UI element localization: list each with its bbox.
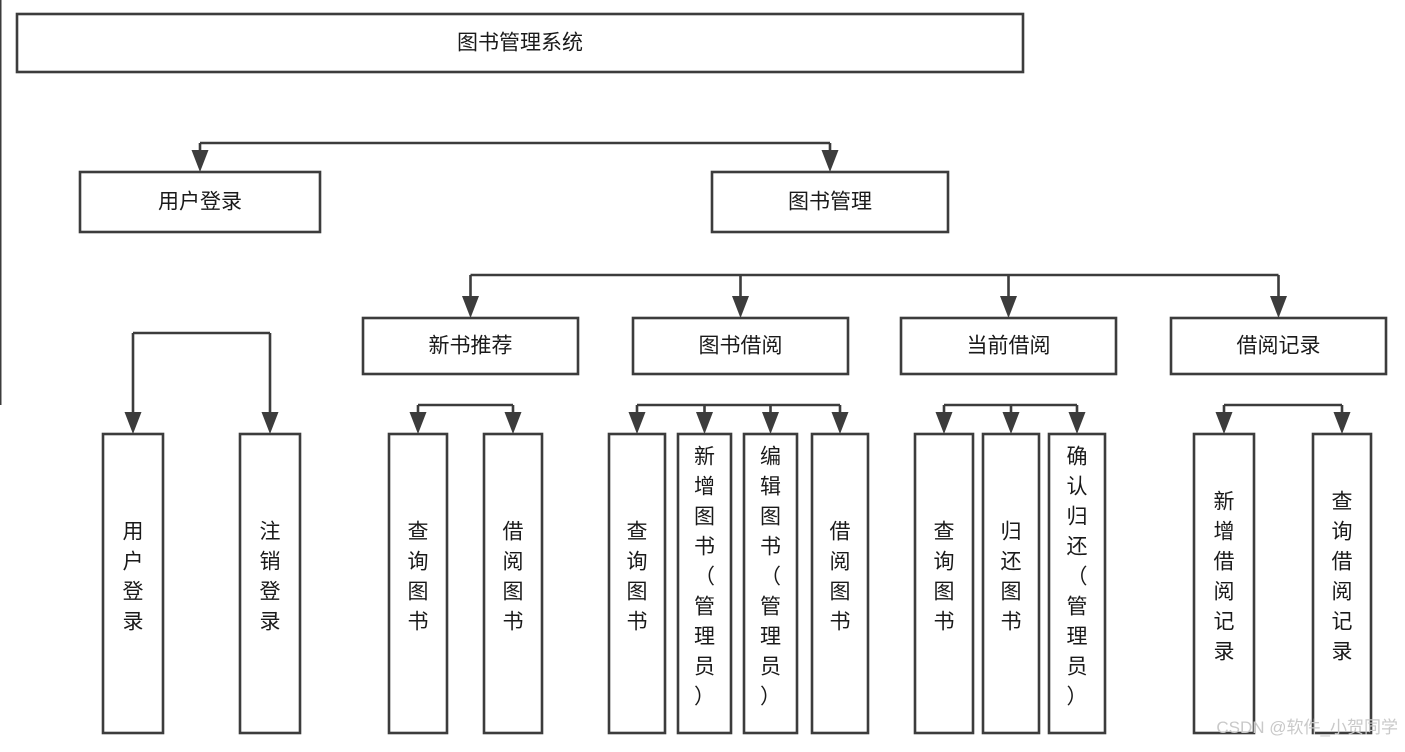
leaf-label: 注销登录	[260, 521, 281, 634]
book-management-arrow-1-head	[462, 296, 479, 318]
level3-1-arrow-2-head	[504, 412, 522, 434]
level3-2-arrow-4-head	[831, 412, 849, 434]
leaf-node[interactable]: 注销登录	[238, 432, 302, 735]
leaf-label: 查询图书	[934, 521, 955, 634]
leaf-label: 新增图书（管理员）	[694, 446, 715, 709]
level2-node[interactable]: 图书管理	[710, 170, 950, 234]
leaf-node[interactable]: 借阅图书	[482, 432, 544, 735]
level3-label: 当前借阅	[967, 335, 1051, 358]
leaf-box[interactable]	[607, 432, 667, 735]
level2-label: 用户登录	[158, 191, 242, 214]
book-management-arrow-3-head	[1000, 296, 1017, 318]
leaf-label: 借阅图书	[830, 521, 851, 634]
root-node[interactable]: 图书管理系统	[15, 12, 1025, 74]
level3-box[interactable]	[361, 316, 580, 376]
leaf-box[interactable]	[101, 432, 165, 735]
level3-box[interactable]	[899, 316, 1118, 376]
leaf-node[interactable]: 查询图书	[607, 432, 667, 735]
leaf-box[interactable]	[676, 432, 733, 735]
level3-3-arrow-2-head	[1002, 412, 1020, 434]
leaf-label: 用户登录	[123, 521, 144, 634]
level2-box[interactable]	[710, 170, 950, 234]
leaf-node[interactable]: 新增借阅记录	[1192, 432, 1256, 735]
leaf-node[interactable]: 新增图书（管理员）	[676, 432, 733, 735]
leaf-node[interactable]: 查询借阅记录	[1311, 432, 1373, 735]
level3-label: 新书推荐	[429, 335, 513, 358]
leaf-node[interactable]: 编辑图书（管理员）	[742, 432, 799, 735]
leaf-label: 新增借阅记录	[1214, 491, 1235, 664]
level3-3-arrow-1-head	[935, 412, 953, 434]
leaf-box[interactable]	[981, 432, 1041, 735]
level3-3-arrow-3-head	[1068, 412, 1086, 434]
root-arrow-1-head	[191, 150, 209, 172]
watermark: CSDN @软件_小贺同学	[1216, 718, 1398, 737]
leaf-label: 查询借阅记录	[1332, 491, 1353, 664]
leaf-node[interactable]: 查询图书	[913, 432, 975, 735]
level2-box[interactable]	[78, 170, 322, 234]
level3-node[interactable]: 图书借阅	[631, 316, 850, 376]
leaf-box[interactable]	[742, 432, 799, 735]
leaf-label: 确认归还（管理员）	[1067, 446, 1088, 709]
leaf-label: 查询图书	[408, 521, 429, 634]
leaf-label: 查询图书	[627, 521, 648, 634]
book-management-arrow-4-head	[1270, 296, 1287, 318]
leaf-label: 归还图书	[1001, 521, 1022, 634]
level2-node[interactable]: 用户登录	[78, 170, 322, 234]
leaf-box[interactable]	[913, 432, 975, 735]
leaf-box[interactable]	[238, 432, 302, 735]
leaf-label: 编辑图书（管理员）	[760, 446, 781, 709]
book-management-arrow-2-head	[732, 296, 749, 318]
level3-box[interactable]	[631, 316, 850, 376]
leaf-box[interactable]	[1047, 432, 1107, 735]
level3-label: 借阅记录	[1237, 335, 1321, 358]
level3-4-arrow-2-head	[1333, 412, 1351, 434]
leaf-node[interactable]: 用户登录	[101, 432, 165, 735]
level3-node[interactable]: 借阅记录	[1169, 316, 1388, 376]
root-label: 图书管理系统	[457, 32, 583, 55]
leaf-node[interactable]: 确认归还（管理员）	[1047, 432, 1107, 735]
level3-2-arrow-1-head	[628, 412, 646, 434]
leaf-box[interactable]	[387, 432, 449, 735]
leaf-box[interactable]	[1192, 432, 1256, 735]
level3-4-arrow-1-head	[1215, 412, 1233, 434]
level3-box[interactable]	[1169, 316, 1388, 376]
level3-2-arrow-3-head	[762, 412, 779, 434]
level2-label: 图书管理	[788, 191, 872, 214]
level3-node[interactable]: 当前借阅	[899, 316, 1118, 376]
leaf-box[interactable]	[482, 432, 544, 735]
user-login-arrow-1-head	[124, 412, 142, 434]
root-arrow-2-head	[821, 150, 839, 172]
leaf-node[interactable]: 借阅图书	[810, 432, 870, 735]
leaf-box[interactable]	[810, 432, 870, 735]
leaf-label: 借阅图书	[503, 521, 524, 634]
level3-label: 图书借阅	[699, 335, 783, 358]
leaf-node[interactable]: 归还图书	[981, 432, 1041, 735]
level3-1-arrow-1-head	[409, 412, 427, 434]
root-box[interactable]	[15, 12, 1025, 74]
level3-node[interactable]: 新书推荐	[361, 316, 580, 376]
level3-2-arrow-2-head	[696, 412, 713, 434]
user-login-arrow-2-head	[261, 412, 279, 434]
leaf-box[interactable]	[1311, 432, 1373, 735]
leaf-node[interactable]: 查询图书	[387, 432, 449, 735]
